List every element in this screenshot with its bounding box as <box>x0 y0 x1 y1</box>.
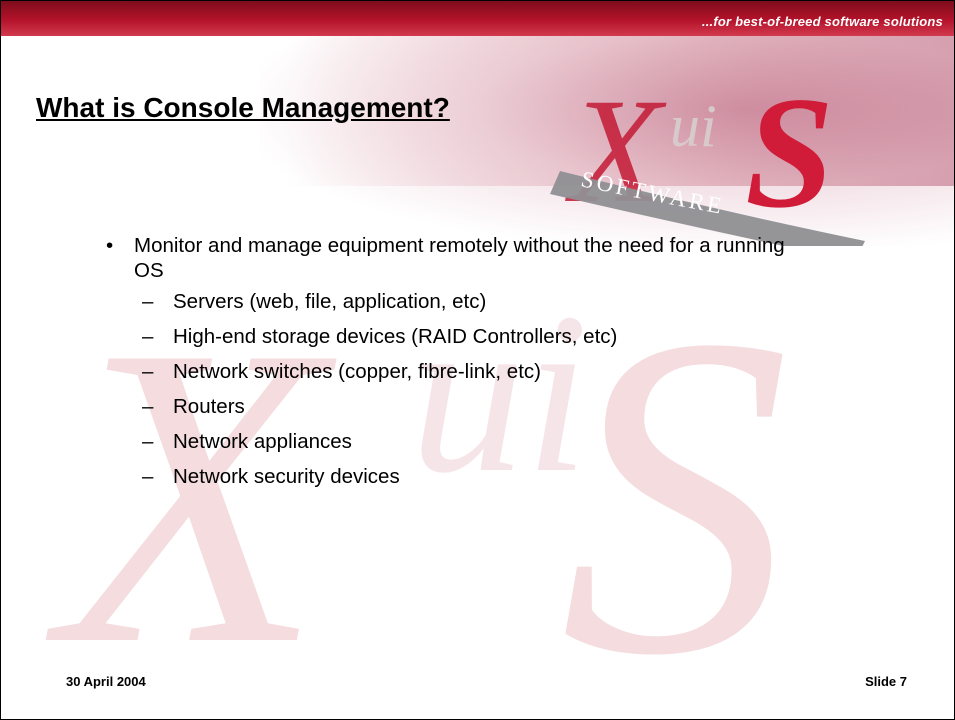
bullet-dot: • <box>106 234 114 257</box>
tagline: ...for best-of-breed software solutions <box>701 14 943 29</box>
bullet-list: • Monitor and manage equipment remotely … <box>106 233 796 499</box>
sub-item-routers: –Routers <box>142 395 245 418</box>
sub-bullet-list: –Servers (web, file, application, etc) –… <box>106 289 796 489</box>
bullet-item: • Monitor and manage equipment remotely … <box>106 233 796 283</box>
top-banner: ...for best-of-breed software solutions <box>0 0 955 36</box>
sub-item-security: –Network security devices <box>142 465 400 488</box>
logo-s: S <box>745 63 834 241</box>
world-map-shading <box>260 36 955 246</box>
footer-date: 30 April 2004 <box>66 674 146 689</box>
sub-item-storage: –High-end storage devices (RAID Controll… <box>142 325 618 348</box>
xuis-software-logo: X ui S SOFTWARE <box>550 63 865 246</box>
sub-item-appliances: –Network appliances <box>142 430 352 453</box>
sub-item-servers: –Servers (web, file, application, etc) <box>142 290 487 313</box>
slide-number: Slide 7 <box>865 674 907 689</box>
bullet-text: Monitor and manage equipment remotely wi… <box>134 234 785 282</box>
sub-item-switches: –Network switches (copper, fibre-link, e… <box>142 360 541 383</box>
logo-swoosh <box>550 171 865 246</box>
slide-title: What is Console Management? <box>36 92 450 123</box>
logo-ui: ui <box>670 93 717 159</box>
